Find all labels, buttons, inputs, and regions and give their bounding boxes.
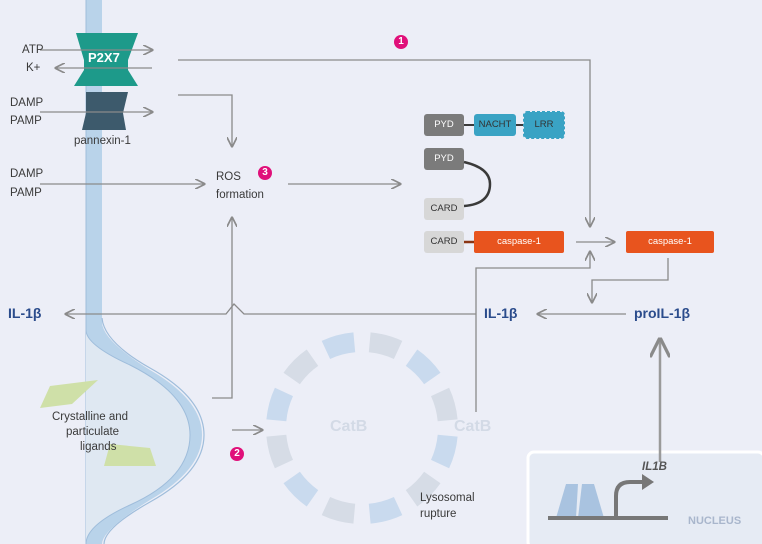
catb-inside-label: CatB (330, 420, 367, 434)
marker-2: 2 (230, 447, 244, 461)
marker-3: 3 (258, 166, 272, 180)
nlrp3-pyd-label: PYD (424, 114, 464, 136)
marker-1: 1 (394, 35, 408, 49)
procaspase-label: caspase-1 (474, 231, 564, 253)
pamp-label-2: PAMP (10, 186, 42, 200)
arrow-k-to-ros (178, 95, 232, 146)
arrow-crystal-to-ros (212, 218, 232, 398)
damp-label-2: DAMP (10, 167, 43, 181)
damp-label-1: DAMP (10, 96, 43, 110)
active-caspase-label: caspase-1 (626, 231, 714, 253)
asc-pyd-label: PYD (424, 148, 464, 170)
ligands-label: ligands (80, 440, 116, 454)
ros-label: ROS (216, 170, 241, 184)
crystalline-label: Crystalline and (52, 410, 128, 424)
il1b-released-label: IL-1β (8, 306, 41, 320)
nacht-label: NACHT (474, 114, 516, 136)
k-plus-label: K+ (26, 61, 40, 75)
lysosome-segment (431, 388, 458, 422)
arrow-casp-to-il1b (592, 258, 668, 302)
lysosome-segment (322, 497, 356, 524)
proil1b-label: proIL-1β (634, 306, 690, 320)
lysosome-segment (369, 497, 403, 524)
particulate-label: particulate (66, 425, 119, 439)
asc-linker (464, 162, 490, 206)
lysosome-segment (369, 332, 403, 359)
lysosome-segment (284, 350, 319, 385)
rupture-label: rupture (420, 507, 456, 521)
lysosomal-label: Lysosomal (420, 491, 475, 505)
il1b-mature-label: IL-1β (484, 306, 517, 320)
pannexin-label: pannexin-1 (74, 134, 131, 148)
lysosome-segment (406, 350, 441, 385)
lysosome-segment (284, 472, 319, 507)
nucleus-label: NUCLEUS (688, 514, 741, 528)
catb-released-label: CatB (454, 420, 491, 434)
il1b-gene-label: IL1B (642, 460, 667, 474)
pannexin-channel (82, 92, 128, 130)
lysosome-segment (266, 435, 293, 469)
arrow-catb-to-caspase (476, 252, 590, 412)
asc-card-label: CARD (424, 198, 464, 220)
atp-label: ATP (22, 43, 44, 57)
p2x7-label: P2X7 (88, 51, 120, 65)
lysosome-segment (322, 332, 356, 359)
casp-card-label: CARD (424, 231, 464, 253)
formation-label: formation (216, 188, 264, 202)
lrr-label: LRR (524, 114, 564, 136)
lysosome-segment (266, 388, 293, 422)
pamp-label-1: PAMP (10, 114, 42, 128)
lysosome-segment (431, 435, 458, 469)
arrow-il1b-release (66, 304, 476, 314)
